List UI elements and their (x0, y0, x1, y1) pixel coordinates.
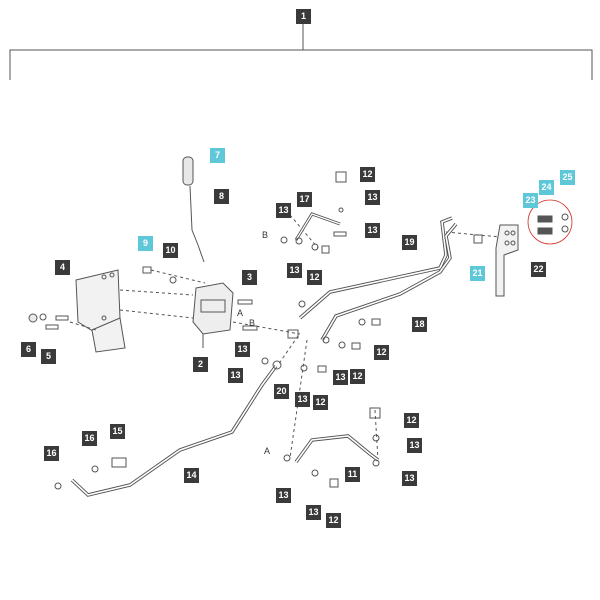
oring-16 (54, 482, 62, 490)
fitting-21 (473, 234, 483, 244)
callout-5[interactable]: 5 (41, 349, 56, 364)
lever-rod (189, 185, 205, 263)
nut-10 (169, 276, 177, 284)
bolt-12-top (335, 171, 347, 183)
pipe-17 (294, 212, 341, 241)
callout-25[interactable]: 25 (560, 170, 575, 185)
callout-2[interactable]: 2 (193, 357, 208, 372)
callout-10[interactable]: 10 (163, 243, 178, 258)
connector-label-a-valve: A (237, 308, 244, 318)
callout-8[interactable]: 8 (214, 189, 229, 204)
callout-19[interactable]: 19 (402, 235, 417, 250)
callout-23[interactable]: 23 (523, 193, 538, 208)
callout-11[interactable]: 11 (345, 467, 360, 482)
bolt-5 (55, 315, 69, 321)
pipe-18 (320, 222, 458, 341)
callout-9[interactable]: 9 (138, 236, 153, 251)
mounting-bracket-foot (91, 317, 126, 353)
callout-12-d[interactable]: 12 (350, 369, 365, 384)
callout-13-valve-b[interactable]: 13 (228, 368, 243, 383)
callout-13-f[interactable]: 13 (295, 392, 310, 407)
callout-7[interactable]: 7 (210, 148, 225, 163)
bracket-22 (495, 224, 519, 297)
callout-20[interactable]: 20 (274, 384, 289, 399)
callout-22[interactable]: 22 (531, 262, 546, 277)
callout-12-g[interactable]: 12 (326, 513, 341, 528)
callout-6[interactable]: 6 (21, 342, 36, 357)
pipe-17-inner (295, 213, 341, 241)
callout-1[interactable]: 1 (296, 9, 311, 24)
callout-12-e[interactable]: 12 (313, 395, 328, 410)
assembly-bracket-line (9, 24, 593, 80)
detail-circle (527, 199, 573, 245)
callout-24[interactable]: 24 (539, 180, 554, 195)
pipe-14 (70, 364, 278, 497)
callout-4[interactable]: 4 (55, 260, 70, 275)
bolt-3 (237, 299, 253, 305)
connector-label-b-upper: B (262, 230, 269, 240)
lever-knob (182, 156, 194, 186)
callout-15[interactable]: 15 (110, 424, 125, 439)
callout-13-c[interactable]: 13 (365, 223, 380, 238)
callout-18[interactable]: 18 (412, 317, 427, 332)
fitting-15 (111, 457, 127, 468)
fitting-20 (287, 329, 299, 339)
valve-section (200, 299, 226, 313)
pipe-11 (294, 434, 380, 464)
washer-6 (39, 313, 47, 321)
callout-14[interactable]: 14 (184, 468, 199, 483)
bolt-3b (242, 325, 258, 331)
callout-16-b[interactable]: 16 (44, 446, 59, 461)
callout-12-b[interactable]: 12 (307, 270, 322, 285)
bolt-9 (142, 266, 152, 274)
bolt-5b (45, 324, 59, 330)
connector-label-b-valve: B (249, 318, 256, 328)
callout-12-f[interactable]: 12 (404, 413, 419, 428)
callout-3[interactable]: 3 (242, 270, 257, 285)
control-valve-body (192, 282, 234, 335)
callout-13-valve[interactable]: 13 (235, 342, 250, 357)
callout-17[interactable]: 17 (297, 192, 312, 207)
callout-13-a[interactable]: 13 (365, 190, 380, 205)
callout-13-j[interactable]: 13 (306, 505, 321, 520)
callout-21[interactable]: 21 (470, 266, 485, 281)
callout-13-e[interactable]: 13 (333, 370, 348, 385)
callout-16-a[interactable]: 16 (82, 431, 97, 446)
connector-label-a-lower: A (264, 446, 271, 456)
nut-6 (28, 313, 38, 323)
callout-13-b[interactable]: 13 (276, 203, 291, 218)
callout-12-top[interactable]: 12 (360, 167, 375, 182)
callout-13-d[interactable]: 13 (287, 263, 302, 278)
callout-13-i[interactable]: 13 (276, 488, 291, 503)
callout-13-g[interactable]: 13 (407, 438, 422, 453)
callout-12-c[interactable]: 12 (374, 345, 389, 360)
callout-13-h[interactable]: 13 (402, 471, 417, 486)
